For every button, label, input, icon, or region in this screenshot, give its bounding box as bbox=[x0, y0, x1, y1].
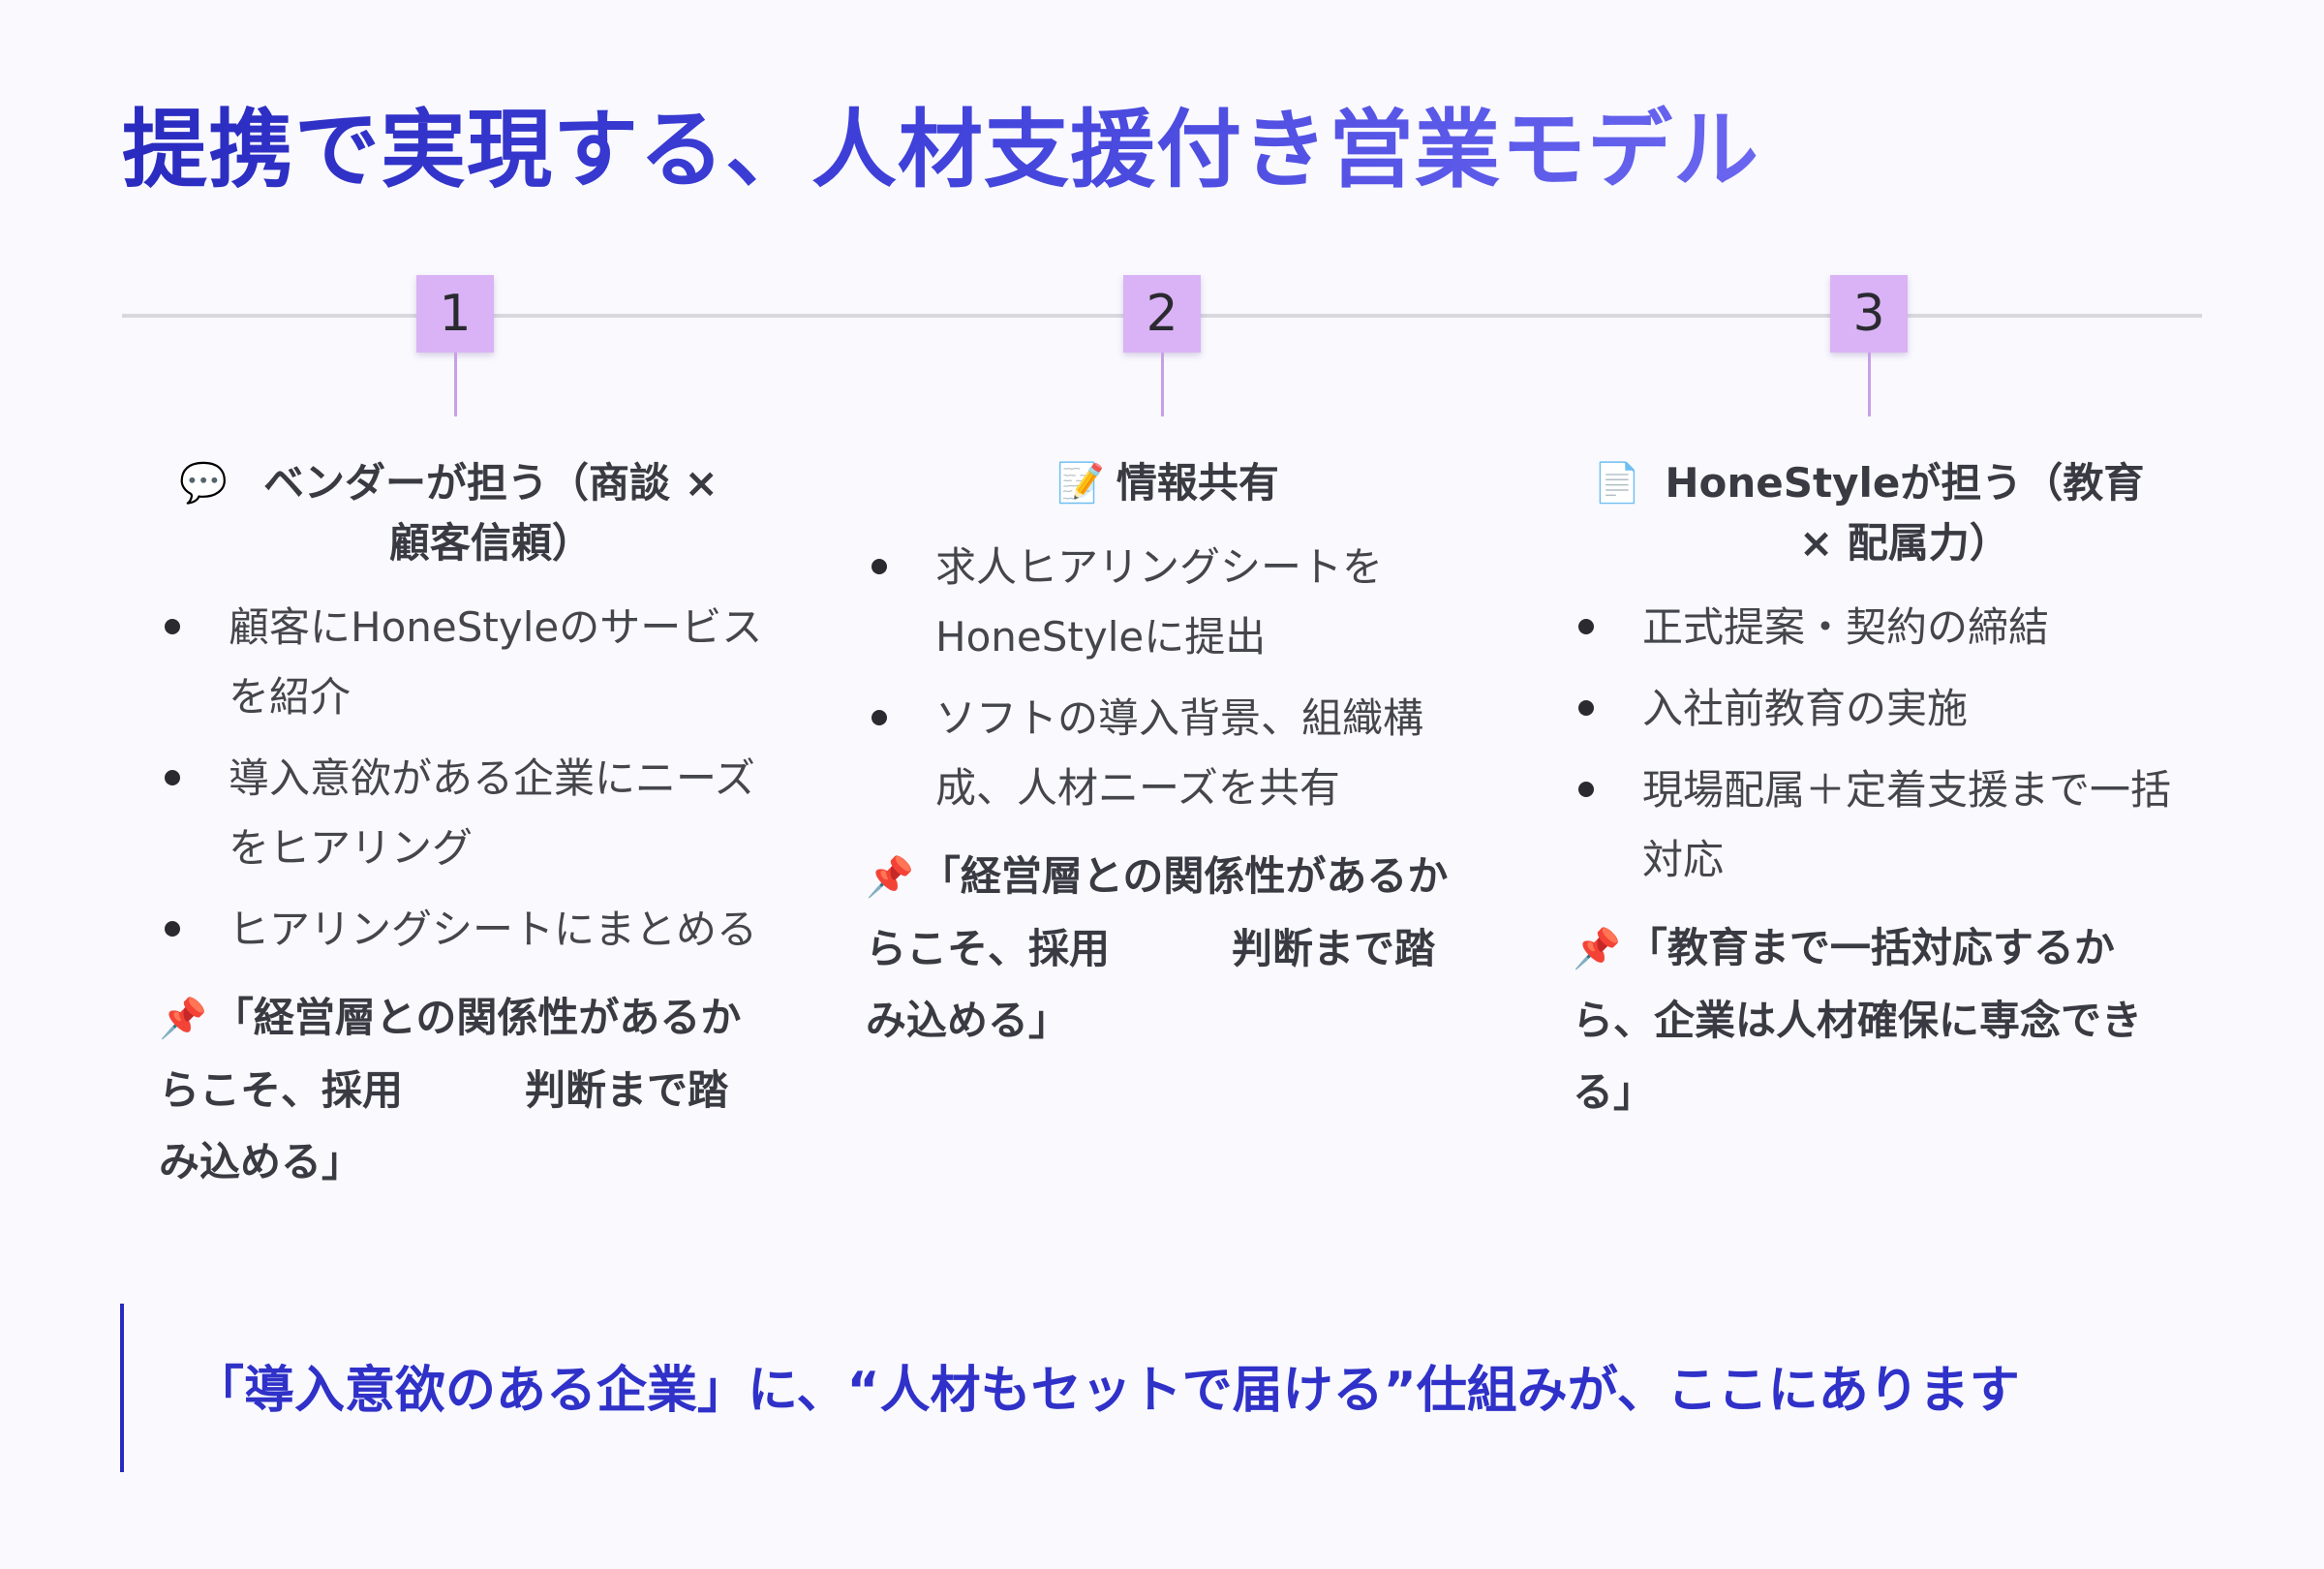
memo-icon: 📝 bbox=[1056, 461, 1105, 506]
step-3-quote: 📌「教育まで一括対応するから、企業は人材確保に専念できる」 bbox=[1573, 924, 2143, 1116]
step-2-heading-text: 情報共有 bbox=[1116, 459, 1279, 507]
step-3-bullet-list: 正式提案・契約の締結 入社前教育の実施 現場配属＋定着支援まで一括対応 bbox=[1573, 593, 2177, 895]
step-1-quote: 📌「経営層との関係性があるからこそ、採用 判断まで踏み込める」 bbox=[159, 994, 742, 1185]
step-1-heading-text: ベンダーが担う（商談 × 顧客信頼） bbox=[262, 459, 719, 567]
bullet-dot-icon bbox=[1578, 619, 1594, 634]
list-item: ソフトの導入背景、組織構成、人材ニーズを共有 bbox=[866, 684, 1470, 823]
step-1-bullet-list: 顧客にHoneStyleのサービスを紹介 導入意欲がある企業にニーズをヒアリング… bbox=[159, 593, 763, 965]
list-item: 入社前教育の実施 bbox=[1573, 674, 2177, 744]
footer-accent-bar bbox=[120, 1304, 124, 1472]
bullet-dot-icon bbox=[165, 619, 180, 634]
bullet-dot-icon bbox=[165, 921, 180, 937]
list-item: 現場配属＋定着支援まで一括対応 bbox=[1573, 755, 2177, 895]
bullet-dot-icon bbox=[872, 559, 887, 574]
pushpin-icon: 📌 bbox=[1573, 927, 1621, 971]
step-3-connector bbox=[1868, 353, 1871, 416]
list-item: ヒアリングシートにまとめる bbox=[159, 895, 763, 965]
step-1-marker: 1 bbox=[416, 275, 494, 353]
list-item: 求人ヒアリングシートをHoneStyleに提出 bbox=[866, 533, 1470, 672]
step-2-column: 📝 情報共有 求人ヒアリングシートをHoneStyleに提出 ソフトの導入背景、… bbox=[866, 453, 1470, 1057]
speech-bubble-icon: 💬 bbox=[179, 461, 228, 506]
step-2-quote: 📌「経営層との関係性があるからこそ、採用 判断まで踏み込める」 bbox=[866, 852, 1449, 1044]
step-2-connector bbox=[1161, 353, 1164, 416]
page-title: 提携で実現する、人材支援付き営業モデル bbox=[122, 100, 1760, 200]
pushpin-icon: 📌 bbox=[866, 855, 914, 900]
step-1-heading: 💬 ベンダーが担う（商談 × 顧客信頼） bbox=[159, 453, 763, 573]
step-2-heading: 📝 情報共有 bbox=[866, 453, 1470, 513]
bullet-dot-icon bbox=[1578, 700, 1594, 716]
step-1-connector bbox=[454, 353, 457, 416]
document-icon: 📄 bbox=[1593, 461, 1641, 506]
list-item: 顧客にHoneStyleのサービスを紹介 bbox=[159, 593, 763, 732]
footer-message: 「導入意欲のある企業」に、“人材もセットで届ける”仕組みが、ここにあります bbox=[194, 1362, 2020, 1420]
bullet-dot-icon bbox=[1578, 782, 1594, 797]
step-1-column: 💬 ベンダーが担う（商談 × 顧客信頼） 顧客にHoneStyleのサービスを紹… bbox=[159, 453, 763, 1198]
step-3-heading: 📄 HoneStyleが担う（教育 × 配属力） bbox=[1573, 453, 2177, 573]
bullet-dot-icon bbox=[872, 710, 887, 725]
list-item: 正式提案・契約の締結 bbox=[1573, 593, 2177, 662]
step-2-marker: 2 bbox=[1123, 275, 1201, 353]
step-3-column: 📄 HoneStyleが担う（教育 × 配属力） 正式提案・契約の締結 入社前教… bbox=[1573, 453, 2177, 1128]
step-2-bullet-list: 求人ヒアリングシートをHoneStyleに提出 ソフトの導入背景、組織構成、人材… bbox=[866, 533, 1470, 823]
step-3-marker: 3 bbox=[1830, 275, 1908, 353]
pushpin-icon: 📌 bbox=[159, 997, 207, 1041]
step-3-heading-text: HoneStyleが担う（教育 × 配属力） bbox=[1665, 459, 2145, 567]
list-item: 導入意欲がある企業にニーズをヒアリング bbox=[159, 744, 763, 883]
bullet-dot-icon bbox=[165, 770, 180, 785]
